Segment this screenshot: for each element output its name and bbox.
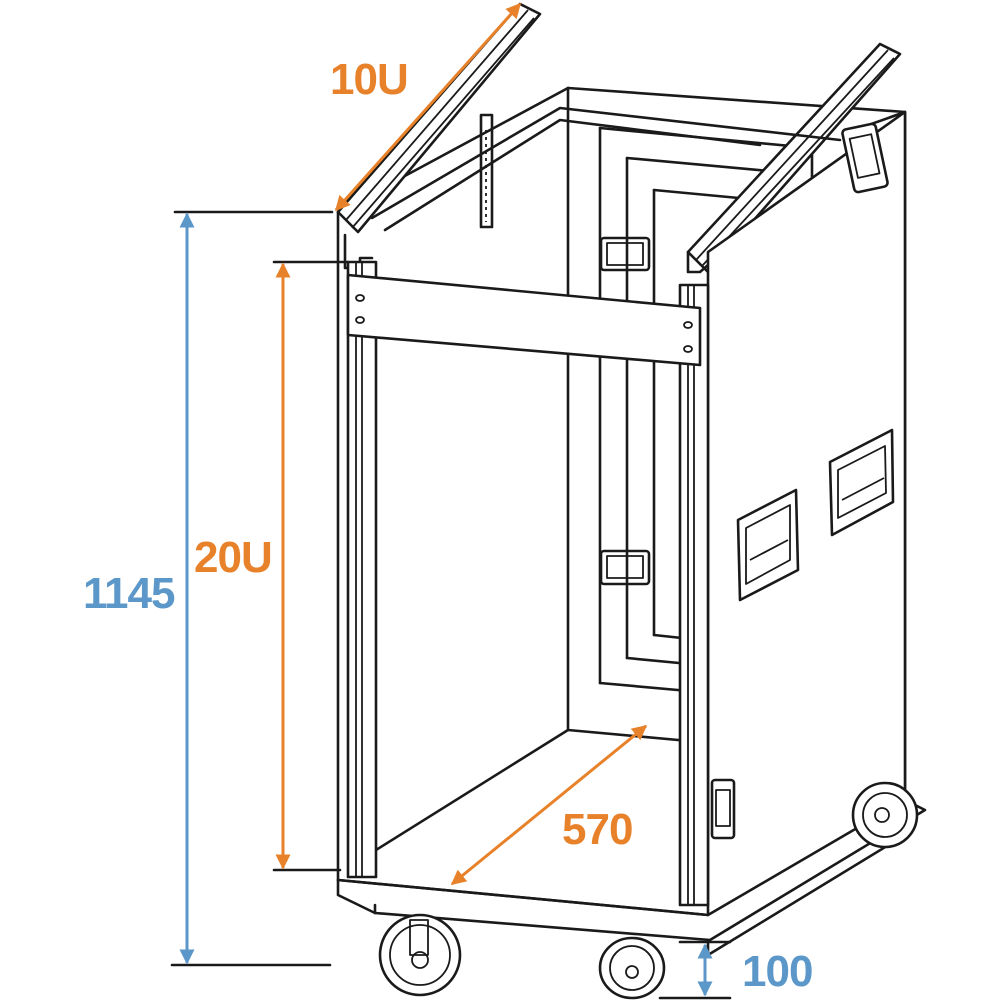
dim-570-arrow <box>450 724 648 886</box>
side-latch <box>710 778 736 840</box>
top-hanging-strap <box>479 113 494 229</box>
caster-front-left <box>378 913 462 997</box>
dim-label-1145: 1145 <box>83 569 175 618</box>
base-plate <box>336 798 927 942</box>
front-rack-rail-right <box>678 283 710 907</box>
dim-label-20u: 20U <box>194 533 273 582</box>
dim-label-570: 570 <box>562 805 633 854</box>
top-rack-rail-right <box>686 42 902 274</box>
side-handle-left <box>736 488 800 602</box>
back-latch-lower <box>599 549 651 586</box>
extension-lines <box>170 210 732 1000</box>
rack-panel-bar <box>346 273 702 367</box>
dim-label-10u: 10U <box>330 55 409 104</box>
back-latch-upper <box>599 236 651 272</box>
top-right-latch <box>841 122 889 194</box>
side-handle-right <box>828 428 895 537</box>
dim-label-100: 100 <box>742 947 813 996</box>
caster-back-right <box>851 781 919 849</box>
caster-front-right <box>598 936 666 1000</box>
dim-10u-arrow <box>334 2 522 212</box>
front-rack-rail-left <box>346 260 378 879</box>
